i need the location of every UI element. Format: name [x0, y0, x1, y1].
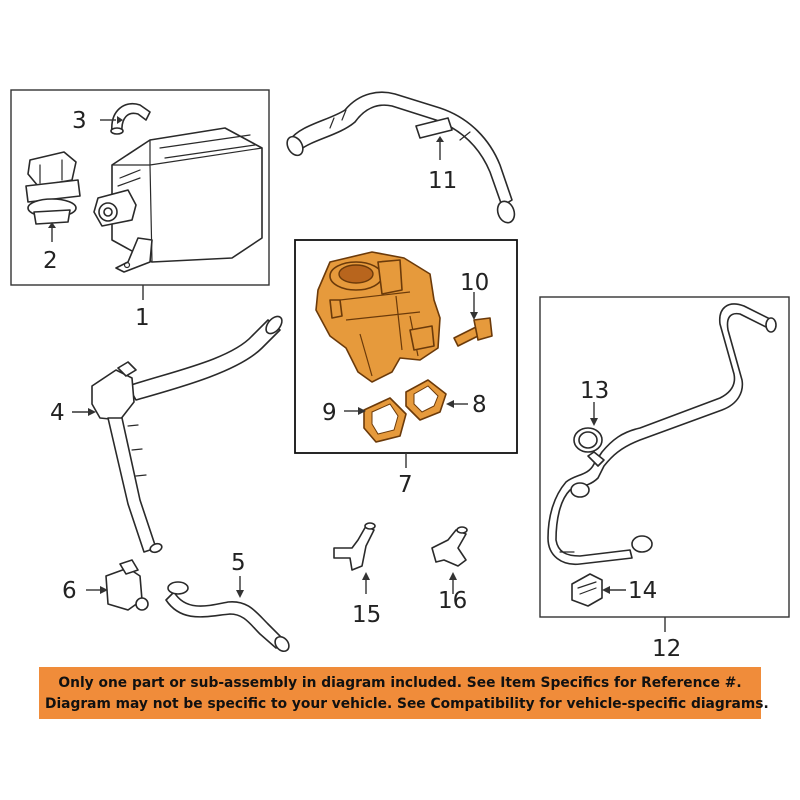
tube-part-11[interactable] — [284, 91, 517, 225]
disclaimer-line-1: Only one part or sub-assembly in diagram… — [58, 675, 742, 691]
callout-9: 9 — [322, 400, 337, 426]
callout-5: 5 — [231, 550, 246, 576]
callout-10: 10 — [460, 270, 489, 296]
callout-15: 15 — [352, 602, 381, 628]
tube-part-4[interactable] — [91, 313, 285, 554]
callout-4: 4 — [50, 400, 65, 426]
bolt-part-10[interactable] — [453, 317, 493, 347]
callout-12: 12 — [652, 636, 681, 662]
callout-6: 6 — [62, 578, 77, 604]
gasket-part-8[interactable] — [405, 379, 447, 421]
clamp-part-13[interactable] — [573, 427, 605, 467]
gasket-part-9[interactable] — [363, 397, 407, 443]
hose-part-3[interactable] — [110, 103, 151, 135]
group-box-1 — [10, 89, 270, 286]
bracket-part-6[interactable] — [105, 559, 149, 611]
line-part-12[interactable] — [547, 303, 777, 565]
separator-housing-part-7[interactable] — [315, 251, 441, 383]
callout-3: 3 — [72, 108, 87, 134]
tube-part-5[interactable] — [165, 581, 292, 654]
callout-2: 2 — [43, 248, 58, 274]
canister-part-1[interactable] — [93, 127, 263, 273]
callout-8: 8 — [472, 392, 487, 418]
callout-13: 13 — [580, 378, 609, 404]
group-box-12 — [539, 296, 790, 618]
disclaimer-banner: Only one part or sub-assembly in diagram… — [39, 667, 769, 719]
clip-part-14[interactable] — [571, 573, 603, 607]
connector-part-16[interactable] — [431, 526, 468, 567]
disclaimer-line-2: Diagram may not be specific to your vehi… — [45, 696, 769, 712]
callout-1: 1 — [135, 305, 150, 331]
valve-part-2[interactable] — [25, 151, 81, 225]
callout-7: 7 — [398, 472, 413, 498]
callout-16: 16 — [438, 588, 467, 614]
callout-14: 14 — [628, 578, 657, 604]
callout-11: 11 — [428, 168, 457, 194]
connector-part-15[interactable] — [333, 522, 376, 571]
